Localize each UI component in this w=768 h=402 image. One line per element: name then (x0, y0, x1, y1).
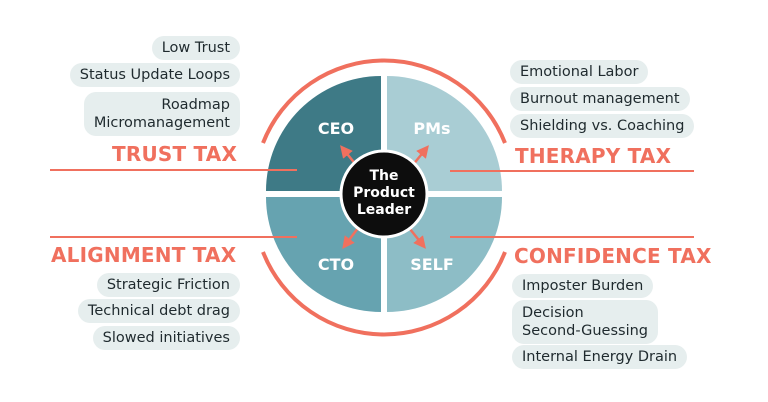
alignment-tax-title: ALIGNMENT TAX (51, 243, 237, 267)
trust-tax-title: TRUST TAX (112, 142, 238, 166)
outer-arc-top (261, 58, 507, 144)
confidence-tax-title: CONFIDENCE TAX (514, 244, 712, 268)
alignment-tax-line (50, 236, 297, 238)
trust-tax-item: Status Update Loops (69, 63, 240, 87)
center-circle (339, 149, 429, 239)
confidence-tax-line (450, 236, 694, 238)
trust-tax-item: Roadmap Micromanagement (83, 92, 240, 136)
confidence-tax-item: Imposter Burden (512, 274, 654, 298)
alignment-tax-item: Strategic Friction (96, 273, 240, 297)
center-label-line-3: Leader (357, 202, 411, 218)
trust-tax-item: Low Trust (151, 36, 240, 60)
outer-arc-bottom (261, 251, 507, 337)
quadrant-label-cto: CTO (318, 255, 354, 274)
center-label-line-2: Product (353, 185, 415, 201)
confidence-tax-item: Internal Energy Drain (512, 345, 688, 369)
alignment-tax-item: Technical debt drag (77, 299, 240, 323)
quadrant-label-pms: PMs (413, 119, 450, 138)
alignment-tax-item: Slowed initiatives (92, 326, 240, 350)
quadrant-label-ceo: CEO (318, 119, 354, 138)
therapy-tax-line (450, 170, 694, 172)
therapy-tax-item: Shielding vs. Coaching (510, 114, 695, 138)
center-label-line-1: The (369, 168, 398, 184)
confidence-tax-item: Decision Second-Guessing (512, 300, 659, 344)
therapy-tax-item: Emotional Labor (510, 60, 649, 84)
trust-tax-line (50, 169, 297, 171)
quadrant-label-self: SELF (410, 255, 454, 274)
therapy-tax-item: Burnout management (510, 87, 690, 111)
therapy-tax-title: THERAPY TAX (515, 144, 672, 168)
